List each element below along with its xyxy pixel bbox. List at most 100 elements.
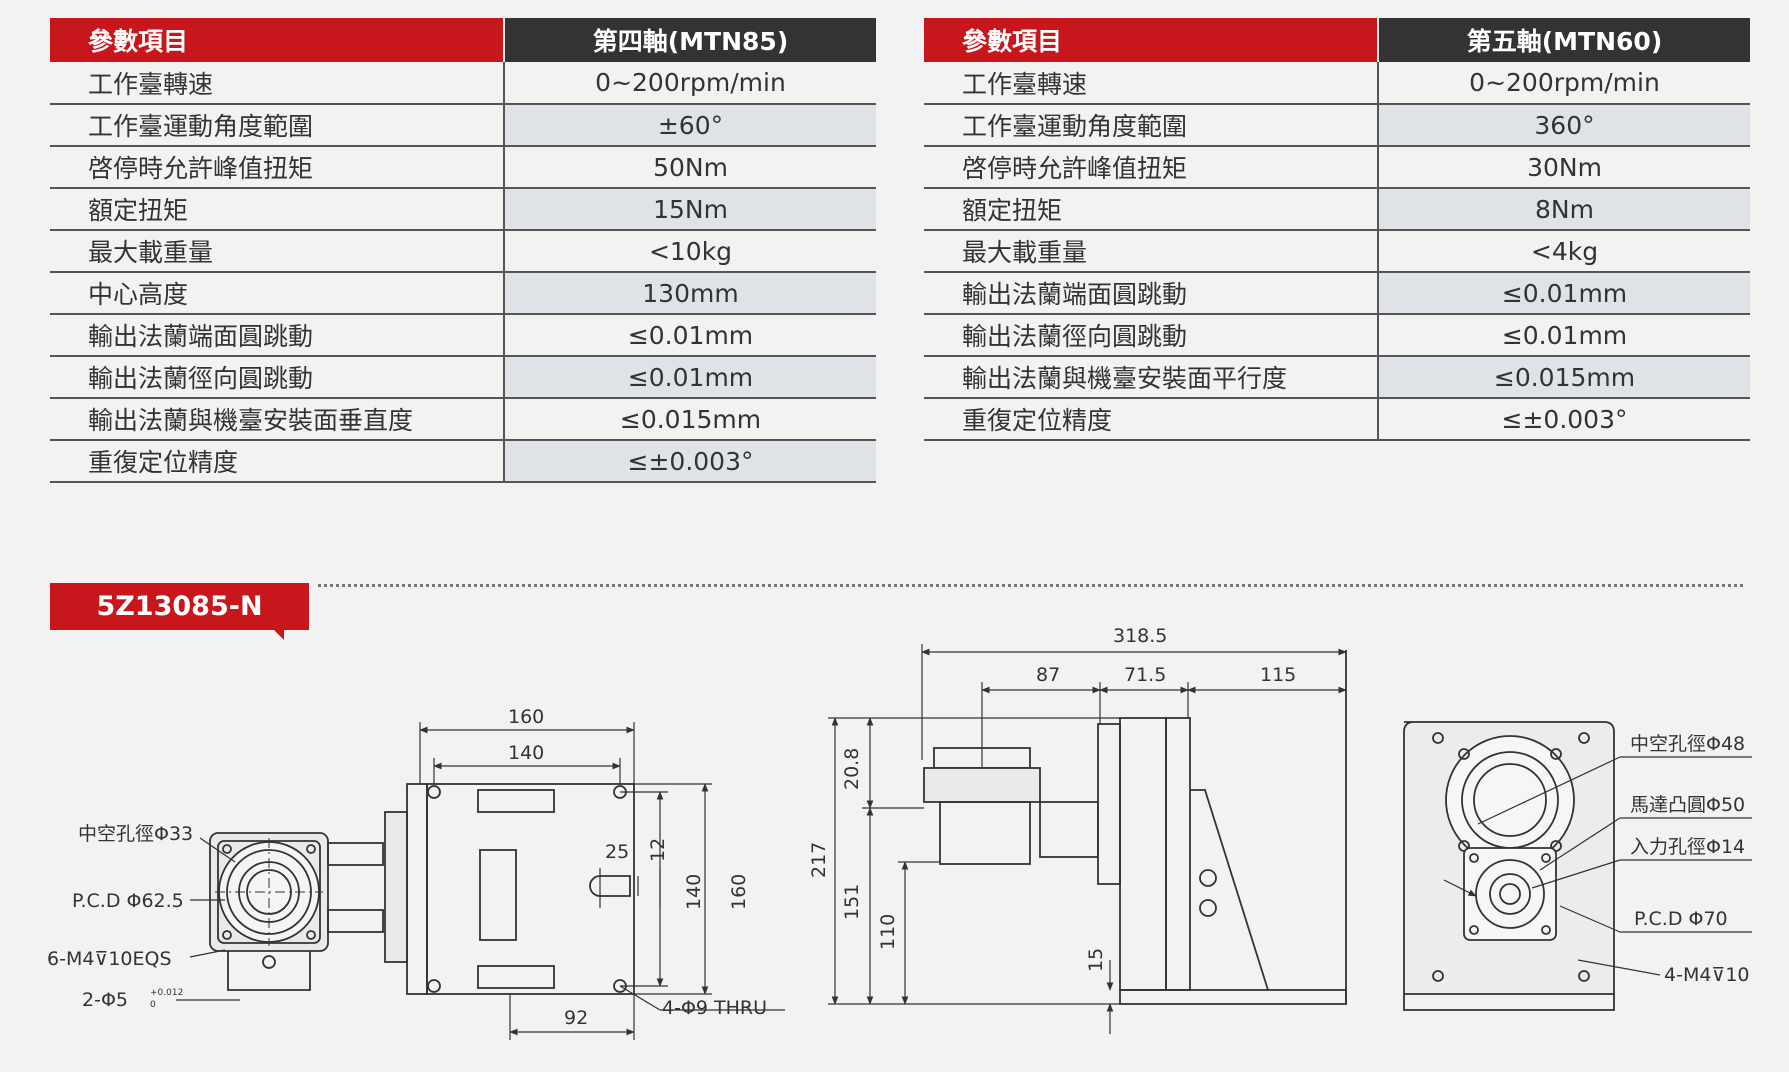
- table-row: 輸出法蘭端面圓跳動≤0.01mm: [50, 314, 876, 357]
- param-name: 工作臺運動角度範圍: [924, 104, 1378, 147]
- label-tapped-holes-m4: 4-M4⊽10: [1664, 964, 1750, 986]
- dim-25: 25: [605, 841, 629, 863]
- param-name: 輸出法蘭徑向圓跳動: [924, 314, 1378, 357]
- param-name: 啓停時允許峰值扭矩: [50, 146, 504, 189]
- param-value: 8Nm: [1377, 188, 1750, 231]
- param-value: ≤±0.003°: [503, 440, 876, 483]
- param-value: <4kg: [1377, 230, 1750, 273]
- param-name: 輸出法蘭與機臺安裝面平行度: [924, 356, 1378, 399]
- label-pin-tol-lower: 0: [150, 1000, 156, 1010]
- param-name: 中心高度: [50, 272, 504, 315]
- header-value: 第五軸(MTN60): [1377, 18, 1750, 62]
- table-row: 重復定位精度≤±0.003°: [50, 440, 876, 483]
- label-hollow-hole-48: 中空孔徑Φ48: [1630, 733, 1745, 755]
- dim-160-top: 160: [508, 706, 544, 728]
- dim-140-side: 140: [683, 874, 705, 910]
- header-param: 參數項目: [924, 18, 1378, 62]
- param-name: 重復定位精度: [924, 398, 1378, 441]
- table-row: 輸出法蘭徑向圓跳動≤0.01mm: [924, 314, 1750, 357]
- table-row: 重復定位精度≤±0.003°: [924, 398, 1750, 441]
- table-row: 輸出法蘭與機臺安裝面平行度≤0.015mm: [924, 356, 1750, 399]
- label-pin-holes: 2-Φ5: [82, 989, 128, 1011]
- param-value: ≤0.01mm: [1377, 314, 1750, 357]
- table-row: 工作臺運動角度範圍±60°: [50, 104, 876, 147]
- table-row: 輸出法蘭與機臺安裝面垂直度≤0.015mm: [50, 398, 876, 441]
- param-name: 最大載重量: [50, 230, 504, 273]
- model-tag-notch: [272, 628, 284, 640]
- param-name: 額定扭矩: [50, 188, 504, 231]
- param-name: 輸出法蘭徑向圓跳動: [50, 356, 504, 399]
- label-pcd-62-5: P.C.D Φ62.5: [72, 890, 184, 912]
- drawing-side-view: [923, 650, 1347, 1005]
- param-value: ≤0.01mm: [1377, 272, 1750, 315]
- param-value: ≤0.01mm: [503, 356, 876, 399]
- param-value: ±60°: [503, 104, 876, 147]
- label-pin-tol-upper: +0.012: [150, 988, 183, 998]
- dim-151: 151: [841, 884, 863, 920]
- param-name: 重復定位精度: [50, 440, 504, 483]
- table-row: 輸出法蘭端面圓跳動≤0.01mm: [924, 272, 1750, 315]
- param-name: 最大載重量: [924, 230, 1378, 273]
- param-name: 輸出法蘭端面圓跳動: [50, 314, 504, 357]
- table-row: 輸出法蘭徑向圓跳動≤0.01mm: [50, 356, 876, 399]
- dimension-lines-side-view: [828, 644, 1347, 1034]
- param-name: 工作臺轉速: [50, 62, 504, 105]
- dim-20-8: 20.8: [841, 748, 863, 790]
- param-name: 工作臺轉速: [924, 62, 1378, 105]
- section-divider: [318, 584, 1743, 587]
- param-value: ≤0.015mm: [1377, 356, 1750, 399]
- param-value: 15Nm: [503, 188, 876, 231]
- label-pcd-70: P.C.D Φ70: [1634, 908, 1728, 930]
- drawing-front-view: [176, 832, 384, 1001]
- param-name: 啓停時允許峰值扭矩: [924, 146, 1378, 189]
- table-row: 最大載重量<10kg: [50, 230, 876, 273]
- table-row: 最大載重量<4kg: [924, 230, 1750, 273]
- param-name: 輸出法蘭端面圓跳動: [924, 272, 1378, 315]
- model-tag: 5Z13085-N: [50, 583, 309, 630]
- dim-110: 110: [877, 914, 899, 950]
- label-input-hole-14: 入力孔徑Φ14: [1630, 836, 1745, 858]
- header-value: 第四軸(MTN85): [503, 18, 876, 62]
- model-name: 5Z13085-N: [96, 591, 263, 622]
- dim-217: 217: [808, 842, 830, 878]
- param-value: ≤0.015mm: [503, 398, 876, 441]
- dim-87: 87: [1036, 664, 1060, 686]
- drawing-top-view: [384, 783, 635, 995]
- param-value: 360°: [1377, 104, 1750, 147]
- param-value: 30Nm: [1377, 146, 1750, 189]
- param-name: 工作臺運動角度範圍: [50, 104, 504, 147]
- dim-140-top: 140: [508, 742, 544, 764]
- param-value: ≤0.01mm: [503, 314, 876, 357]
- table-header-row: 參數項目 第四軸(MTN85): [50, 18, 876, 62]
- dim-71-5: 71.5: [1124, 664, 1166, 686]
- dim-160-side: 160: [728, 874, 750, 910]
- header-param: 參數項目: [50, 18, 504, 62]
- param-value: ≤±0.003°: [1377, 398, 1750, 441]
- param-name: 輸出法蘭與機臺安裝面垂直度: [50, 398, 504, 441]
- dim-92: 92: [564, 1007, 588, 1029]
- label-tapped-holes: 6-M4⊽10EQS: [47, 948, 172, 970]
- label-through-holes: 4-Φ9 THRU: [662, 997, 767, 1019]
- dim-15: 15: [1085, 948, 1107, 972]
- dim-115: 115: [1260, 664, 1296, 686]
- param-value: 0~200rpm/min: [1377, 62, 1750, 105]
- table-header-row: 參數項目 第五軸(MTN60): [924, 18, 1750, 62]
- param-value: 50Nm: [503, 146, 876, 189]
- label-hollow-hole-33: 中空孔徑Φ33: [78, 823, 193, 845]
- callout-lines-rear-view: [1443, 756, 1752, 976]
- drawing-rear-view: [1403, 721, 1615, 1011]
- param-name: 額定扭矩: [924, 188, 1378, 231]
- label-motor-boss-50: 馬達凸圓Φ50: [1630, 794, 1745, 816]
- dim-318-5: 318.5: [1113, 625, 1167, 647]
- dimension-lines-top-view: [419, 722, 785, 1040]
- dim-12: 12: [647, 838, 669, 862]
